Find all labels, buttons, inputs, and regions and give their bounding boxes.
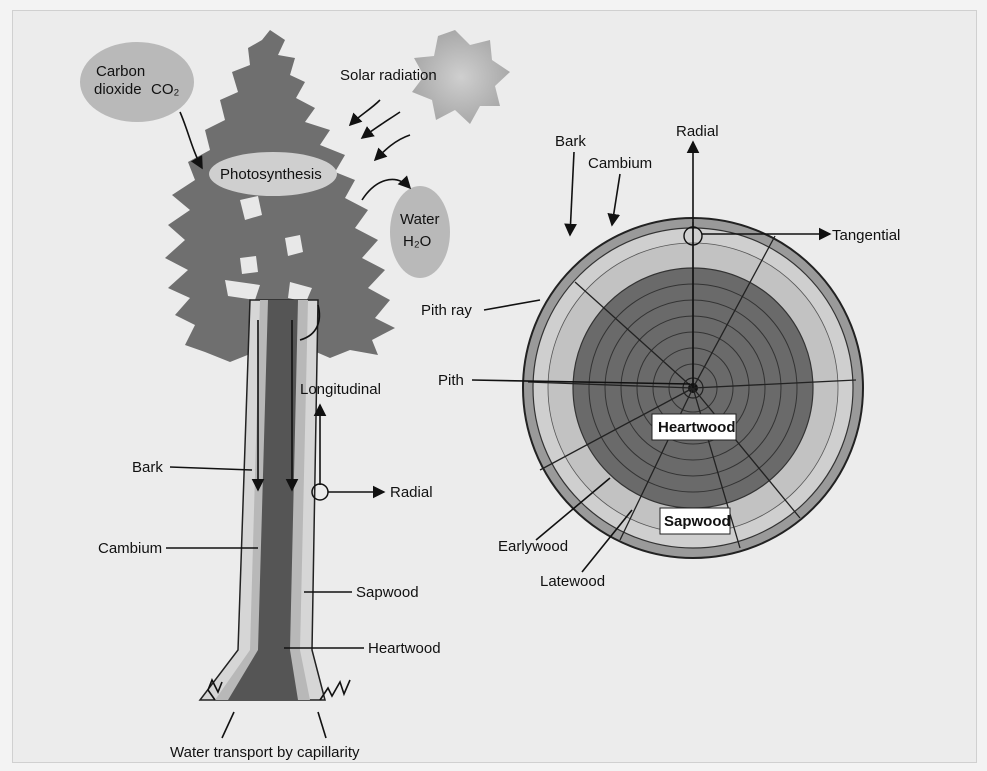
cross-bark-label: Bark (555, 133, 586, 150)
cross-sapwood-label: Sapwood (664, 513, 731, 530)
photosynthesis-label: Photosynthesis (220, 166, 322, 183)
solar-arrow-3 (375, 135, 410, 160)
water-transport-pointer-right (318, 712, 326, 738)
solar-arrow-2 (362, 112, 400, 138)
pith-ray-label: Pith ray (421, 302, 472, 319)
water-transport-pointer-left (222, 712, 234, 738)
tree-bark-pointer (170, 467, 252, 470)
earlywood-label: Earlywood (498, 538, 568, 555)
solar-arrow-1 (350, 100, 380, 125)
tree-bark-label: Bark (132, 459, 163, 476)
tangential-label: Tangential (832, 227, 900, 244)
solar-radiation-label: Solar radiation (340, 67, 437, 84)
water-transport-label: Water transport by capillarity (170, 744, 360, 761)
longitudinal-label: Longitudinal (300, 381, 381, 398)
latewood-label: Latewood (540, 573, 605, 590)
pith-ray-pointer (484, 300, 540, 310)
foliage-gap-3 (240, 256, 258, 274)
cross-cambium-label: Cambium (588, 155, 652, 172)
tree-sapwood-label: Sapwood (356, 584, 419, 601)
cross-radial-label: Radial (676, 123, 719, 140)
tree-radial-label: Radial (390, 484, 433, 501)
co2-label-line1: Carbon (96, 63, 145, 80)
tree-heartwood-label: Heartwood (368, 640, 441, 657)
water-bubble (390, 186, 450, 278)
water-label: Water (400, 211, 439, 228)
cross-bark-pointer (570, 152, 574, 235)
co2-label-line2: dioxide (94, 81, 142, 98)
cross-cambium-pointer (612, 174, 620, 225)
cross-heartwood-label: Heartwood (658, 419, 736, 436)
co2-arrow (180, 112, 202, 168)
water-formula: H₂O (403, 233, 431, 250)
pith-label: Pith (438, 372, 464, 389)
co2-formula: CO₂ (151, 81, 180, 98)
tree-cambium-label: Cambium (98, 540, 162, 557)
